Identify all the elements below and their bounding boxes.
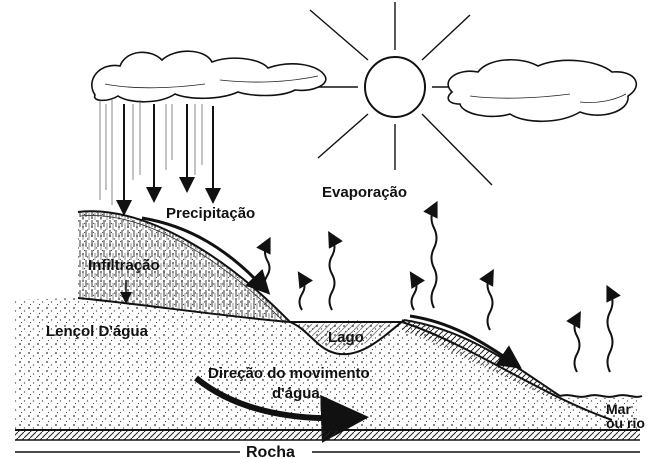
runoff-arrow-left — [141, 216, 271, 295]
label-lake: Lago — [328, 329, 364, 346]
evaporation-arrow-icon — [256, 200, 621, 373]
label-sea-line1: Mar — [606, 401, 631, 417]
label-flow-direction-line2: d'água — [272, 385, 320, 402]
water-table-line — [77, 297, 402, 323]
label-bedrock: Rocha — [246, 444, 295, 459]
label-evaporation: Evaporação — [322, 184, 407, 201]
groundwater-seepage-line — [401, 321, 613, 421]
cloud-icon — [447, 58, 638, 123]
lake-basin — [289, 319, 405, 356]
label-water-table: Lençol D'água — [46, 323, 149, 340]
label-precipitation: Precipitação — [166, 205, 255, 222]
hill-surface-left — [77, 210, 291, 323]
sea-surface — [559, 394, 643, 398]
label-sea-line2: ou rio — [606, 415, 645, 431]
label-flow-direction-line1: Direção do movimento — [208, 365, 370, 382]
rain-arrow-icon — [116, 104, 221, 216]
rain-cloud-icon — [91, 50, 327, 103]
bedrock-layer — [15, 429, 640, 453]
rain-streaks — [99, 100, 203, 205]
label-infiltration: Infiltração — [88, 257, 160, 274]
flow-arrow-icon — [194, 375, 369, 443]
runoff-arrow-right — [409, 314, 522, 369]
